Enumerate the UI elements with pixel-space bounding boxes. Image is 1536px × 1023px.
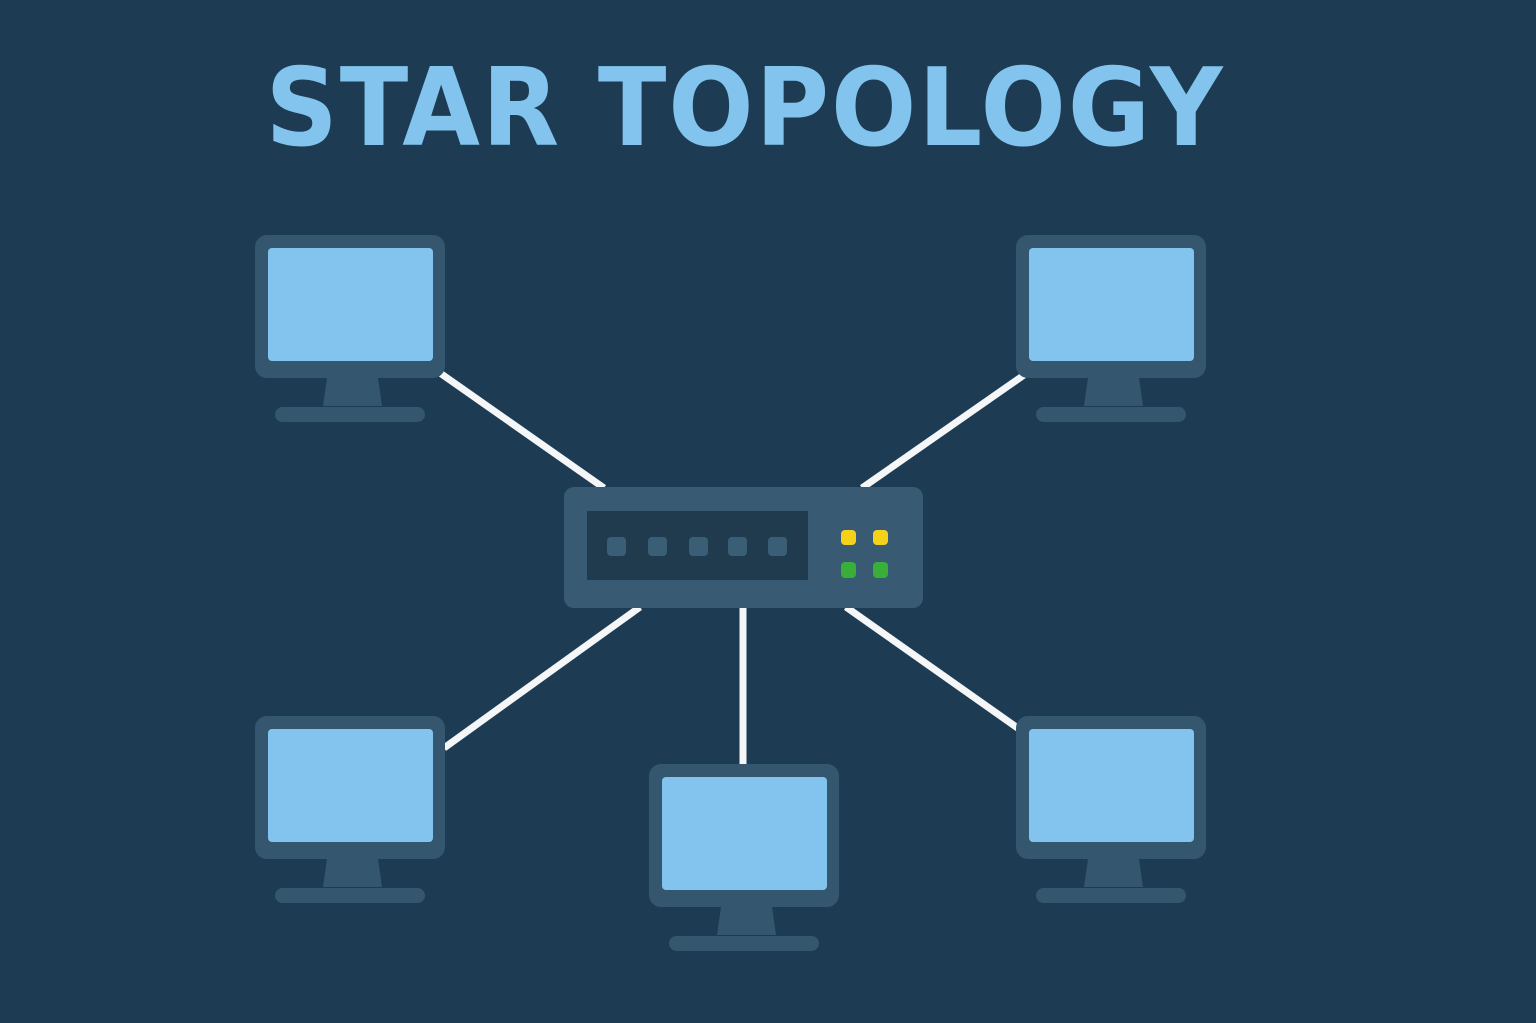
led-yellow-icon xyxy=(841,530,856,545)
port-icon xyxy=(648,537,667,556)
link-bottom-left xyxy=(441,604,643,751)
computer-bottom-left xyxy=(255,716,445,903)
monitor-icon xyxy=(255,235,445,422)
link-top-right xyxy=(859,372,1027,491)
hub-switch xyxy=(564,487,923,608)
led-green-icon xyxy=(841,562,856,578)
led-green-icon xyxy=(873,562,888,578)
links xyxy=(437,370,1027,764)
diagram-title: STAR TOPOLOGY xyxy=(265,46,1225,171)
computer-top-right xyxy=(1016,235,1206,422)
hub-ports xyxy=(607,537,787,556)
computer-top-left xyxy=(255,235,445,422)
computer-bottom-center xyxy=(649,764,839,951)
computer-bottom-right xyxy=(1016,716,1206,903)
monitor-icon xyxy=(1016,235,1206,422)
led-yellow-icon xyxy=(873,530,888,545)
link-top-left xyxy=(437,370,607,491)
port-icon xyxy=(768,537,787,556)
monitor-icon xyxy=(1016,716,1206,903)
port-icon xyxy=(689,537,708,556)
monitor-icon xyxy=(649,764,839,951)
port-icon xyxy=(728,537,747,556)
port-icon xyxy=(607,537,626,556)
monitor-icon xyxy=(255,716,445,903)
link-bottom-right xyxy=(843,604,1022,732)
hub-leds xyxy=(841,530,888,578)
